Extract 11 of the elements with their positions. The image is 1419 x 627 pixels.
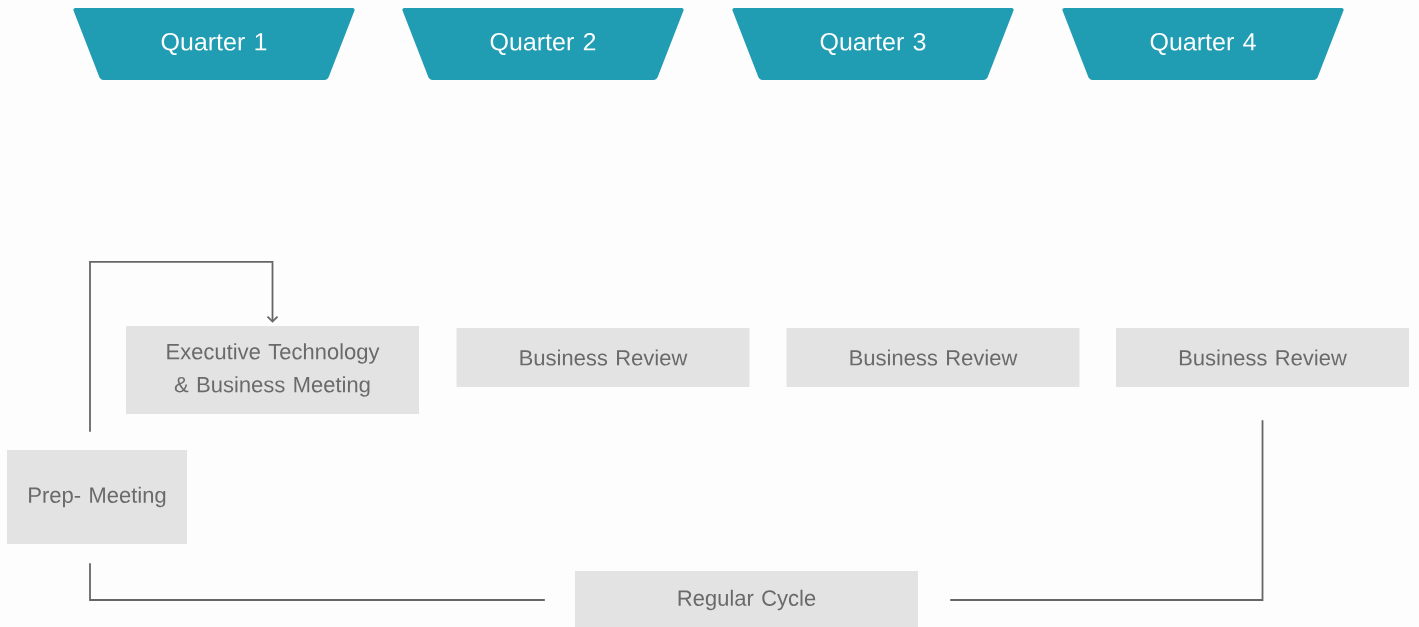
quarter-banner: Quarter 2 <box>402 8 684 80</box>
quarter-banner: Quarter 1 <box>73 8 355 80</box>
process-box: Business Review <box>786 328 1080 387</box>
quarter-banner: Quarter 3 <box>732 8 1014 80</box>
process-box: Business Review <box>1116 328 1409 387</box>
process-box: Prep- Meeting <box>7 450 187 544</box>
process-box: Executive Technology & Business Meeting <box>126 326 419 414</box>
connector-arrow <box>89 260 279 433</box>
process-box: Business Review <box>456 328 750 387</box>
process-box: Regular Cycle <box>575 571 918 627</box>
quarter-banner: Quarter 4 <box>1062 8 1344 80</box>
